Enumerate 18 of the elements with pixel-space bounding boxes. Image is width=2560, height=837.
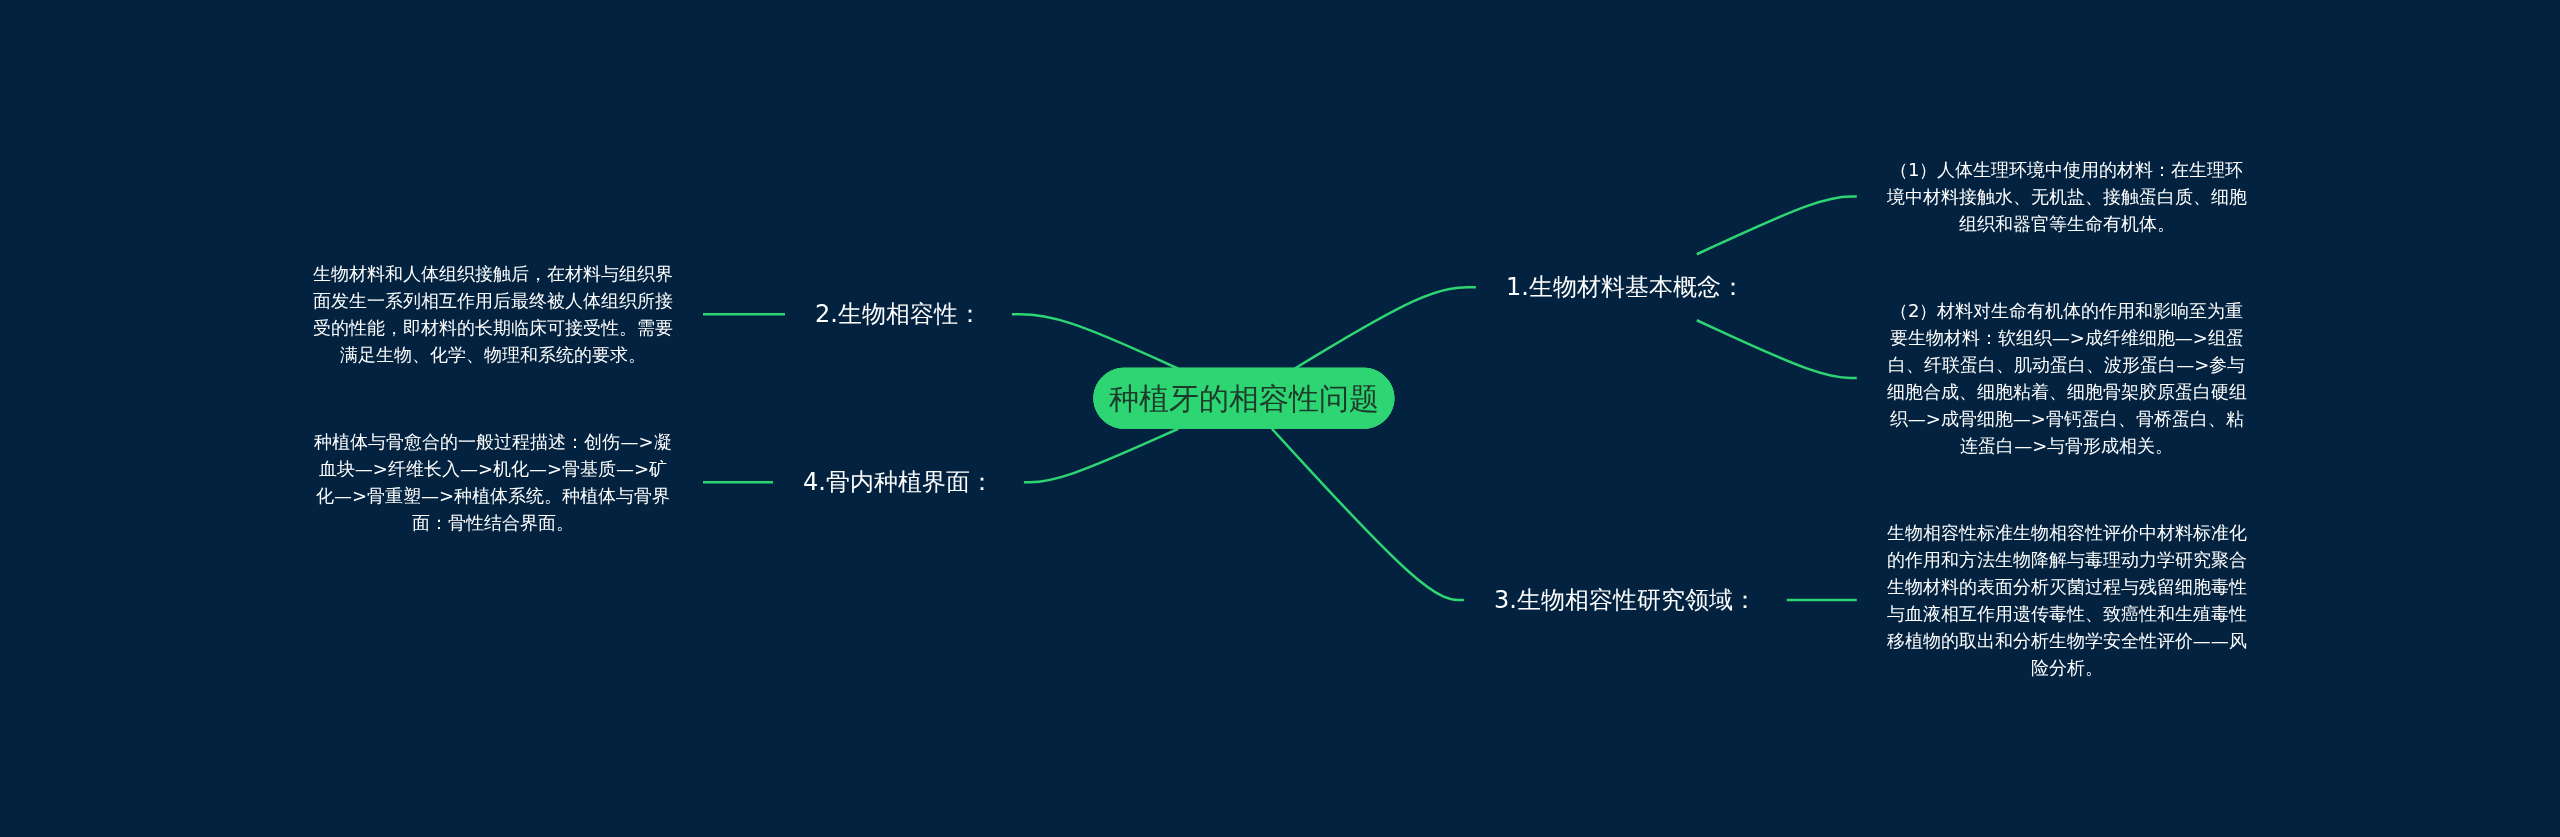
connector <box>1012 313 1179 370</box>
node-text: 生物相容性标准生物相容性评价中材料标准化的作用和方法生物降解与毒理动力学研究聚合生物材料的表面分析灭菌过程与残留细胞毒性与血液相互作用遗传毒性、致癌性和生殖毒性移植物的取出和分析生物学安全性评价——风险分析。 <box>1886 522 2247 678</box>
node-text: （2）材料对生命有机体的作用和影响至为重要生物材料：软组织—>成纤维细胞—>组蛋白、纤联蛋白、肌动蛋白、波形蛋白—>参与细胞合成、细胞粘着、细胞骨架胶原蛋白硬组织—>成骨细胞—>骨钙蛋白、骨桥蛋白、粘连蛋白—>与骨形成相关。 <box>1886 300 2247 456</box>
connector <box>1786 598 1857 602</box>
connector <box>1024 427 1179 484</box>
node-text: 1.生物材料基本概念： <box>1505 273 1745 302</box>
node-text: 2.生物相容性： <box>815 300 983 329</box>
node-text: 生物材料和人体组织接触后，在材料与组织界面发生一系列相互作用后最终被人体组织所接受的性能，即材料的长期临床可接受性。需要满足生物、化学、物理和系统的要求。 <box>313 263 674 366</box>
connector <box>1696 195 1857 256</box>
node-text: 种植体与骨愈合的一般过程描述：创伤—>凝血块—>纤维长入—>机化—>骨基质—>矿化—>骨重塑—>种植体系统。种植体与骨界面：骨性结合界面。 <box>314 431 672 534</box>
node-text: （1）人体生理环境中使用的材料：在生理环境中材料接触水、无机盐、接触蛋白质、细胞组织和器官等生命有机体。 <box>1886 159 2247 234</box>
connector <box>1696 319 1857 380</box>
node-text: 4.骨内种植界面： <box>803 468 995 497</box>
connector <box>1293 286 1476 370</box>
connector <box>703 481 774 484</box>
connector <box>703 313 786 316</box>
node-text: 3.生物相容性研究领域： <box>1493 586 1757 614</box>
connector <box>1271 427 1464 602</box>
